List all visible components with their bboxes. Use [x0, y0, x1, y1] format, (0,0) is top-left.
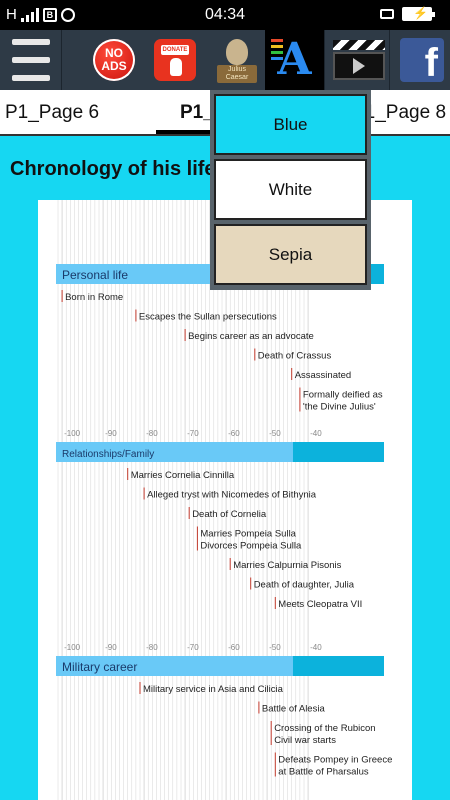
event-label: Born in Rome [65, 292, 123, 303]
event-label: Marries Calpurnia Pisonis [233, 560, 341, 571]
tick-label: -100 [64, 429, 81, 438]
clock: 04:34 [204, 6, 246, 23]
notification-icon [60, 7, 75, 22]
status-left: H B [6, 6, 75, 23]
tick-label: -70 [187, 643, 199, 652]
section-title: Personal life [62, 268, 128, 282]
theme-option-white[interactable]: White [214, 159, 367, 220]
event-label: Formally deified as [303, 390, 383, 401]
event-label: Defeats Pompey in Greece [278, 755, 392, 766]
facebook-button[interactable]: f [394, 30, 450, 90]
event-label: Marries Cornelia Cinnilla [131, 470, 235, 481]
section-band [56, 656, 293, 676]
status-right: ⚡ [380, 6, 435, 21]
event-label: Death of Crassus [258, 351, 332, 362]
vibrate-icon [380, 9, 394, 19]
status-bar: H B 04:34 ⚡ [0, 0, 450, 30]
battery-icon: ⚡ [402, 6, 435, 21]
theme-option-blue[interactable]: Blue [214, 94, 367, 155]
event-label: 'the Divine Julius' [303, 402, 376, 413]
event-label: Meets Cleopatra VII [278, 599, 362, 610]
donate-button[interactable]: DONATE [148, 30, 202, 90]
tick-label: -40 [310, 429, 322, 438]
event-label: Death of daughter, Julia [254, 580, 355, 591]
donate-icon: DONATE [154, 39, 196, 81]
tab-page-8[interactable]: P1_Page 8 [352, 102, 447, 123]
menu-button[interactable] [0, 30, 62, 90]
event-label: Begins career as an advocate [188, 331, 314, 342]
video-button[interactable] [328, 30, 390, 90]
color-lines-icon [271, 39, 283, 63]
tick-label: -80 [146, 643, 158, 652]
tick-label: -100 [64, 643, 81, 652]
active-tab-indicator [156, 130, 216, 134]
tick-label: -80 [146, 429, 158, 438]
theme-dropdown: Blue White Sepia [210, 90, 371, 290]
sim-icon: B [42, 7, 57, 22]
tick-label: -50 [269, 643, 281, 652]
theme-option-sepia[interactable]: Sepia [214, 224, 367, 285]
event-label: Divorces Pompeia Sulla [200, 541, 302, 552]
event-label: Alleged tryst with Nicomedes of Bithynia [147, 490, 317, 501]
event-label: Death of Cornelia [192, 509, 267, 520]
font-style-button[interactable]: A [265, 30, 325, 90]
tick-label: -60 [228, 643, 240, 652]
event-label: Military service in Asia and Cilicia [143, 684, 284, 695]
font-a-icon: A [277, 34, 312, 85]
tick-label: -50 [269, 429, 281, 438]
event-label: Battle of Alesia [262, 704, 326, 715]
carrier-label: H [6, 6, 17, 23]
tick-label: -90 [105, 643, 117, 652]
event-label: Marries Pompeia Sulla [200, 529, 296, 540]
page-heading: Chronology of his life [10, 158, 216, 180]
tick-label: -60 [228, 429, 240, 438]
section-title: Military career [62, 660, 137, 674]
tick-label: -40 [310, 643, 322, 652]
facebook-icon: f [400, 38, 444, 82]
event-label: at Battle of Pharsalus [278, 767, 369, 778]
event-label: Assassinated [295, 370, 352, 381]
event-label: Crossing of the Rubicon [274, 723, 375, 734]
tick-label: -70 [187, 429, 199, 438]
tick-label: -90 [105, 429, 117, 438]
signal-icon [20, 7, 39, 22]
event-label: Civil war starts [274, 735, 336, 746]
section-band [56, 442, 293, 462]
event-label: Escapes the Sullan persecutions [139, 312, 277, 323]
tab-page-6[interactable]: P1_Page 6 [5, 102, 100, 123]
section-title: Relationships/Family [62, 449, 154, 460]
clapperboard-icon [332, 40, 385, 80]
